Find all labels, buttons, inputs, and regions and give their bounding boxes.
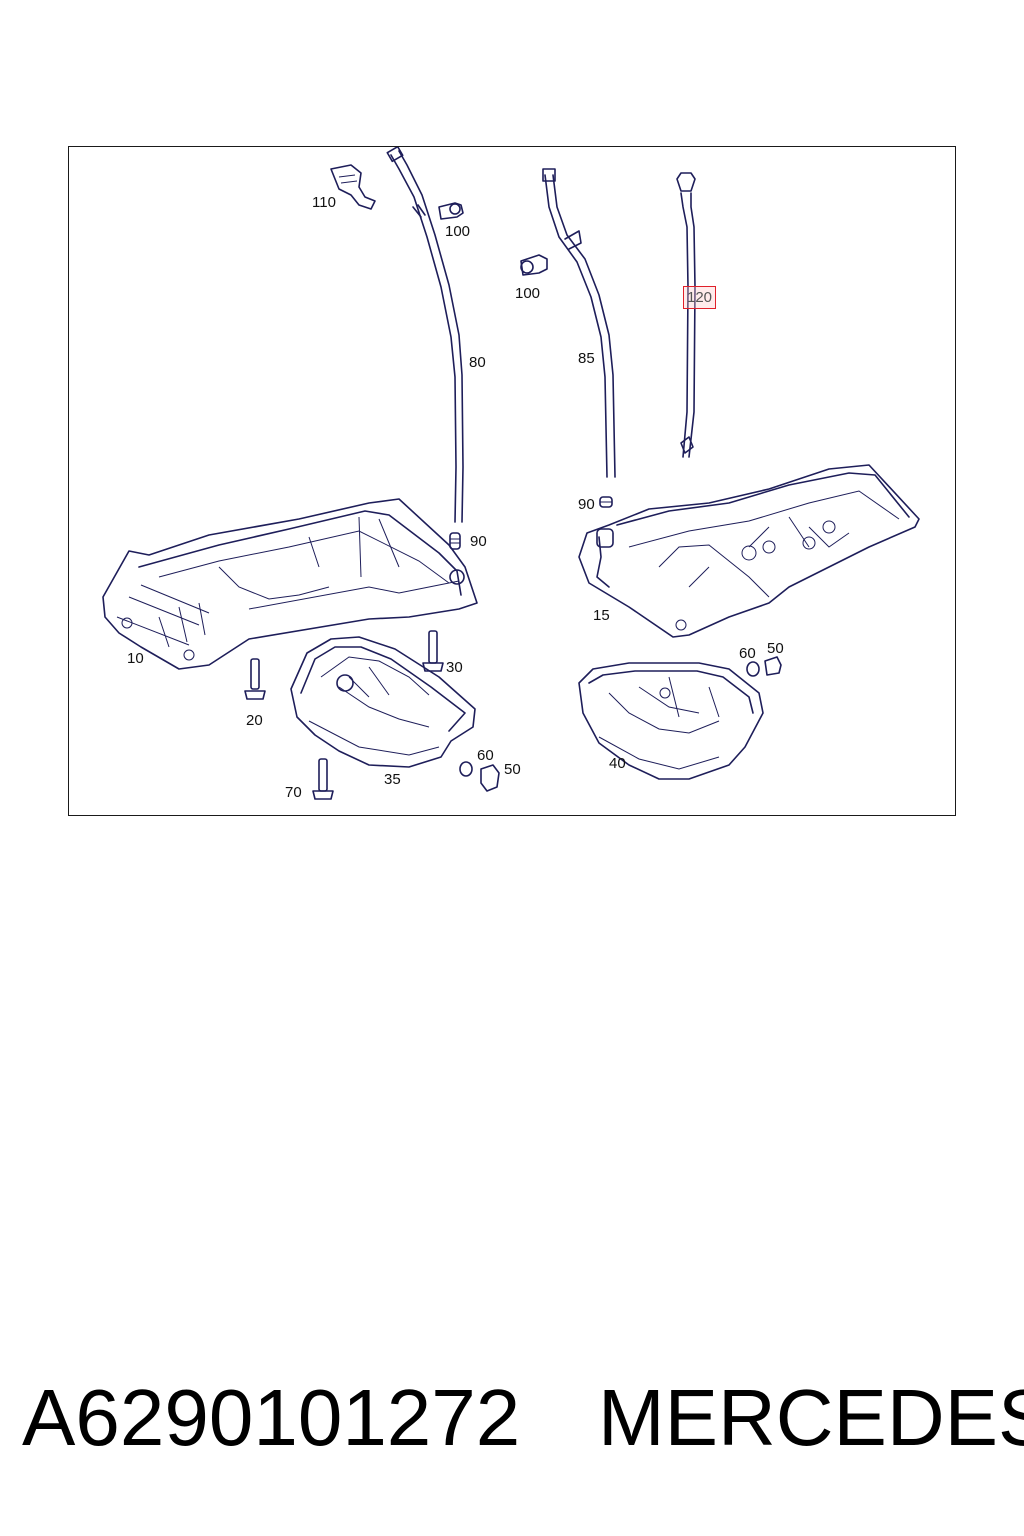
plug-90b [599,496,613,508]
bolt-70 [312,758,334,800]
dipstick-120 [676,172,696,458]
dipstick-tube-85 [542,168,616,478]
label-100-lower: 100 [515,285,541,302]
drain-plug-50b [764,656,782,676]
label-60-upper: 60 [739,645,756,662]
diagram-drawing [102,147,920,800]
bolt-30 [422,630,444,672]
label-40: 40 [609,755,626,772]
label-100-upper: 100 [445,223,471,240]
label-90-right: 90 [578,496,595,513]
oil-pan-35 [290,636,476,768]
oil-pan-40 [578,662,764,780]
label-20: 20 [246,712,263,729]
label-30: 30 [446,659,463,676]
label-15: 15 [593,607,610,624]
dipstick-tube-80 [386,147,464,523]
bolt-100b [520,254,548,276]
label-80: 80 [469,354,486,371]
oil-pan-15 [578,464,920,638]
label-60-lower: 60 [477,747,494,764]
label-50-upper: 50 [767,640,784,657]
label-90-left: 90 [470,533,487,550]
bolt-20 [244,658,266,700]
label-120-highlighted[interactable]: 120 [683,286,717,309]
brand-name: MERCEDES [598,1373,1024,1462]
label-85: 85 [578,350,595,367]
label-70: 70 [285,784,302,801]
washer-60b [746,661,760,677]
sensor-110 [330,164,376,210]
bolt-100a [438,202,464,220]
label-35: 35 [384,771,401,788]
parts-diagram: 110 100 100 120 80 85 90 90 10 15 20 30 … [68,146,956,816]
label-50-lower: 50 [504,761,521,778]
label-110: 110 [312,194,336,211]
oil-pan-10 [102,498,478,670]
part-number: A6290101272 [22,1373,521,1462]
drain-plug-50a [480,764,500,792]
label-10: 10 [127,650,144,667]
plug-90a [449,532,461,550]
washer-60a [459,761,473,777]
